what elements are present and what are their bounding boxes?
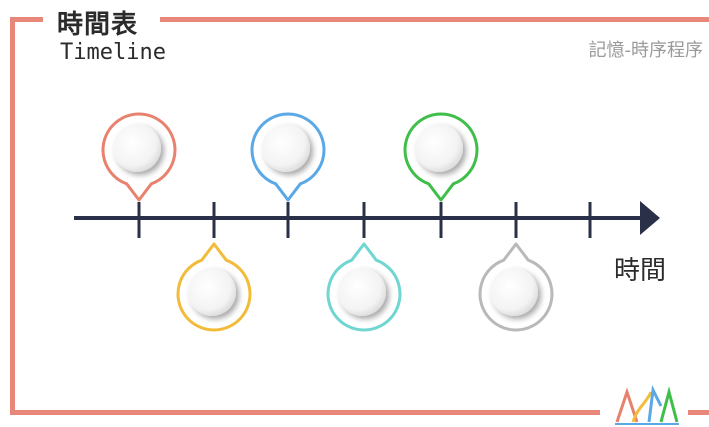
timeline-marker-6 <box>478 242 554 332</box>
marker-5-inner-circle <box>415 124 463 172</box>
book-logo-icon <box>615 384 679 425</box>
timeline-marker-3 <box>250 112 326 202</box>
timeline-marker-2 <box>176 242 252 332</box>
marker-2-inner-circle <box>188 268 236 316</box>
timeline-marker-1 <box>101 112 177 202</box>
timeline-arrow-icon <box>640 201 660 235</box>
frame-bottom <box>10 410 600 415</box>
timeline-marker-4 <box>326 242 402 332</box>
timeline-marker-5 <box>403 112 479 202</box>
marker-4-inner-circle <box>338 268 386 316</box>
axis-label: 時間 <box>614 256 667 286</box>
subtitle: 記憶-時序程序 <box>588 40 704 61</box>
frame-left <box>10 17 15 415</box>
title-english: Timeline <box>60 40 166 65</box>
frame-top-left <box>10 17 43 22</box>
marker-6-inner-circle <box>490 268 538 316</box>
marker-1-inner-circle <box>113 124 161 172</box>
frame-top-right <box>160 17 709 22</box>
frame-bottom-right <box>688 410 709 415</box>
marker-3-inner-circle <box>262 124 310 172</box>
title-chinese: 時間表 <box>57 10 139 40</box>
